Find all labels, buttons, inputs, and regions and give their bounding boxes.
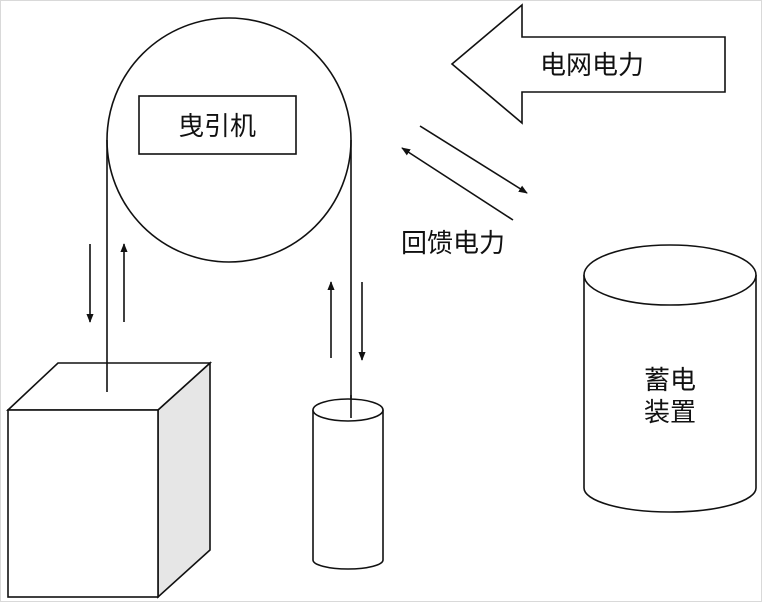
grid-power-arrow: 电网电力 [450, 3, 726, 125]
car-front-face [7, 409, 159, 598]
power-to-grid-arrow [419, 125, 528, 194]
counterweight-top [312, 398, 384, 422]
storage-top [583, 244, 757, 306]
power-from-grid-arrow [401, 147, 514, 221]
elevator-car [5, 361, 213, 599]
storage-body [583, 275, 757, 513]
energy-storage-device: 蓄电 装置 [583, 244, 757, 513]
feedback-power-label: 回馈电力 [401, 229, 505, 259]
traction-sheave: 曳引机 [106, 17, 352, 263]
storage-label-line1: 蓄电 [644, 366, 696, 396]
storage-label-line2: 装置 [644, 398, 696, 428]
traction-machine-box [138, 95, 297, 155]
traction-machine-label: 曳引机 [178, 112, 256, 142]
counterweight-body [312, 410, 384, 570]
counterweight [312, 395, 384, 570]
grid-power-label: 电网电力 [540, 51, 644, 81]
grid-power-arrow-shape [450, 3, 726, 125]
